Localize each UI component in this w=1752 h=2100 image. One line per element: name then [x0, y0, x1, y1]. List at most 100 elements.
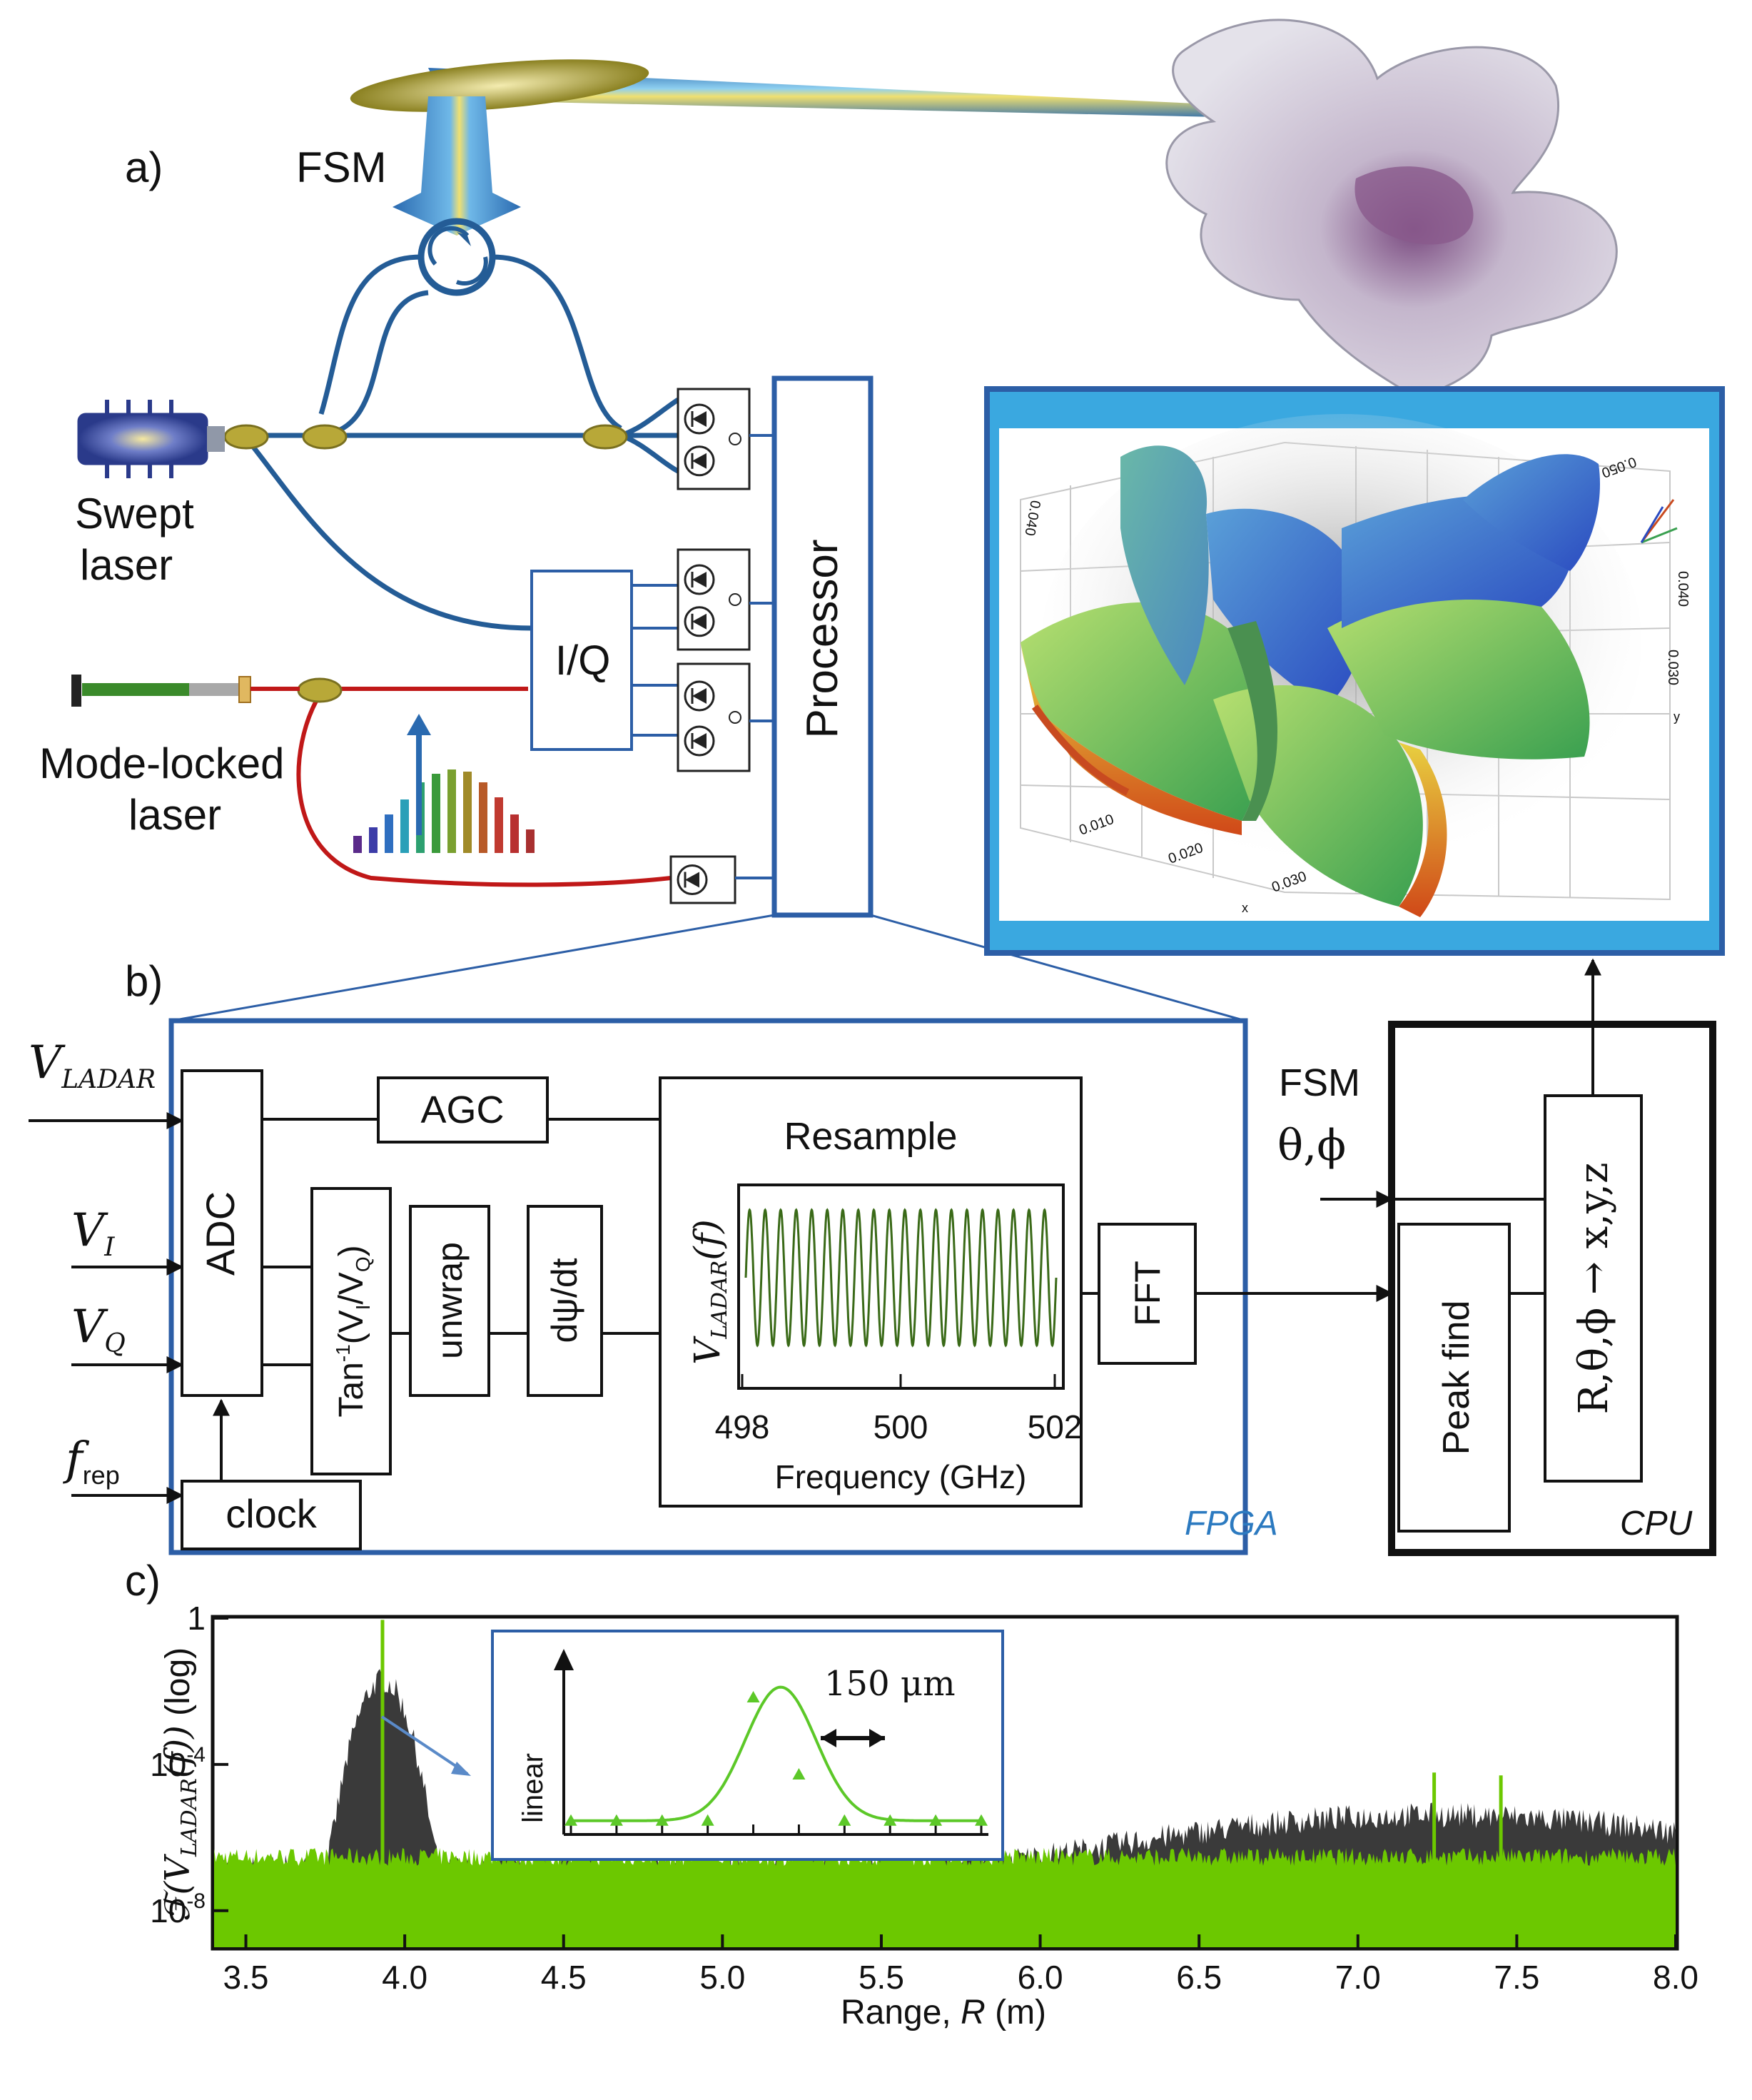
surface-y-tick-1: 0.030: [1665, 650, 1681, 685]
agc-label: AGC: [420, 1089, 504, 1131]
frequency-comb-icon: [353, 769, 535, 853]
coupler-2-icon: [302, 424, 348, 450]
comb-line: [432, 774, 440, 853]
input-v-q: VQ: [71, 1301, 126, 1358]
spectrum-xlabel: Range, R (m): [841, 1994, 1046, 2031]
resample-inset-xtick-3: 502: [1028, 1408, 1083, 1445]
comb-line: [479, 782, 487, 853]
inset-sample-point: [838, 1814, 851, 1826]
free-space-beam: [428, 68, 1349, 120]
surface-y-axis-label: y: [1673, 710, 1680, 724]
panel-b-label: b): [125, 957, 163, 1005]
x-tick-label: 3.5: [223, 1959, 269, 1996]
fsm-mirror-icon: [350, 59, 649, 112]
comb-line: [353, 836, 362, 853]
inset-sample-point: [792, 1768, 806, 1780]
input-f-rep: frep: [63, 1433, 120, 1490]
svg-text:VQ: VQ: [71, 1301, 126, 1358]
peak-inset-annotation: 150 μm: [824, 1664, 956, 1704]
photodetector-icon: [677, 662, 751, 772]
processor-label: Processor: [798, 539, 847, 738]
resample-inset-ylabel: VLADAR(f): [687, 1219, 732, 1365]
clock-label: clock: [226, 1491, 318, 1536]
fft-box: [1098, 1223, 1197, 1365]
inset-sample-point: [975, 1814, 988, 1826]
svg-text:VLADAR: VLADAR: [29, 1036, 156, 1094]
fsm-input-label: FSM: [1279, 1061, 1360, 1104]
detectors-to-processor: [735, 434, 774, 879]
resample-label: Resample: [784, 1115, 957, 1158]
surface-x-axis-label: x: [1242, 901, 1248, 915]
inset-sample-point: [609, 1814, 623, 1826]
comb-line: [495, 797, 503, 853]
peak-find-label: Peak find: [1436, 1301, 1477, 1455]
svg-text:frep: frep: [63, 1433, 120, 1490]
cpu-box: [1388, 1021, 1716, 1556]
x-tick-label: 6.5: [1176, 1959, 1222, 1996]
x-tick-label: 4.0: [382, 1959, 427, 1996]
x-tick-label: 5.5: [859, 1959, 904, 1996]
inset-sample-point: [929, 1814, 943, 1826]
fsm-label: FSM: [296, 143, 387, 191]
dpsi-label: dψ/dt: [545, 1258, 584, 1343]
comb-line: [447, 769, 456, 853]
coupler-4-icon: [297, 677, 343, 703]
surface-orientation-icon: [1640, 499, 1678, 544]
photodetector-icon: [677, 388, 751, 490]
peak-inset-chart: [554, 1649, 988, 1836]
inset-sample-point: [883, 1814, 897, 1826]
adc-label: ADC: [198, 1191, 243, 1276]
comb-line: [526, 829, 535, 853]
vertical-beam: [393, 96, 521, 236]
flower-target: [1165, 19, 1618, 401]
fsm-angles-label: θ,ϕ: [1277, 1121, 1346, 1171]
cpu-label: CPU: [1620, 1505, 1693, 1543]
spectrum-ylabel: ℱ(VLADAR(f)) (log): [158, 1647, 202, 1922]
input-v-ladar: VLADAR: [29, 1036, 156, 1094]
swept-laser-icon: [77, 400, 225, 478]
comb-line: [369, 827, 378, 853]
resample-inset-xlabel: Frequency (GHz): [775, 1458, 1027, 1495]
comb-line: [510, 814, 519, 853]
adc-box: [181, 1069, 263, 1397]
fft-label: FFT: [1128, 1261, 1168, 1326]
swept-laser-label-2: laser: [80, 541, 173, 589]
fpga-label: FPGA: [1185, 1505, 1278, 1543]
resample-inset-xtick-1: 498: [715, 1408, 770, 1445]
x-tick-label: 7.0: [1335, 1959, 1381, 1996]
spectrum-y-ticks: 110-410-8: [150, 1600, 228, 1929]
peak-zoom-arrow-icon: [380, 1715, 469, 1775]
zoom-line-left: [171, 914, 775, 1022]
comb-line: [400, 799, 409, 853]
inset-sample-point: [746, 1691, 760, 1702]
panel-a-label: a): [125, 143, 163, 191]
inset-sample-point: [564, 1814, 577, 1826]
coupler-3-icon: [582, 424, 628, 450]
mode-locked-laser-icon: [71, 675, 300, 707]
peak-inset-ylabel: linear: [517, 1753, 549, 1823]
tan-label: Tan-1(VI/VQ): [332, 1245, 374, 1417]
fiber-network: [214, 254, 714, 887]
inset-gaussian-line: [571, 1685, 981, 1822]
resample-inset-xtick-2: 500: [874, 1408, 928, 1445]
unwrap-label: unwrap: [430, 1242, 470, 1359]
convert-label: R,θ,ϕ → x,y,z: [1571, 1162, 1617, 1414]
iq-box: [530, 570, 633, 751]
photodetector-icon: [677, 548, 751, 651]
x-tick-label: 8.0: [1653, 1959, 1698, 1996]
adc-to-tan: [262, 1266, 312, 1366]
series-signal-area: [214, 1847, 1676, 1947]
spectrum-chart: [214, 1620, 1676, 1947]
x-tick-label: 5.0: [699, 1959, 745, 1996]
dpsi-box: [527, 1205, 603, 1397]
resampled-signal-line: [744, 1208, 1058, 1348]
fpga-box: [168, 1018, 1248, 1555]
unwrap-box: [409, 1205, 490, 1397]
mode-locked-label-1: Mode-locked: [39, 739, 285, 787]
zoom-line-right: [870, 914, 1246, 1022]
comb-line: [463, 772, 472, 853]
input-arrows: [29, 1112, 184, 1504]
svg-text:VI: VI: [71, 1204, 115, 1262]
y-tick-label: 10-8: [150, 1889, 206, 1929]
